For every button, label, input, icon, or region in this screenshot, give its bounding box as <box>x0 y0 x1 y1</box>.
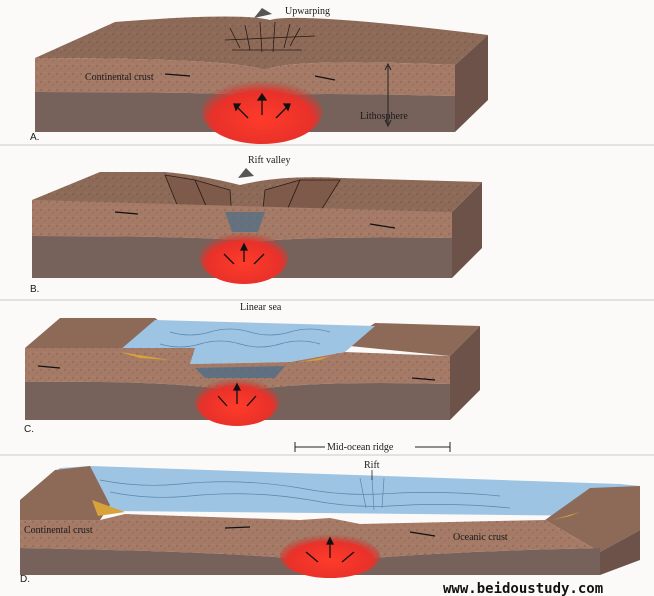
ocean-floor-ridges <box>99 477 511 511</box>
label-continental-crust: Continental crust <box>85 72 154 83</box>
label-mid-ocean-ridge: Mid-ocean ridge <box>327 442 394 453</box>
panel-letter-c: C. <box>24 424 34 435</box>
sediment-wedge <box>300 356 330 362</box>
block-right-side <box>452 182 482 278</box>
label-continental-crust: Continental crust <box>24 525 93 536</box>
panel-d: Mid-ocean ridge <box>20 442 640 585</box>
sediment-wedge <box>92 500 125 516</box>
label-linear-sea: Linear sea <box>240 302 282 313</box>
sea-surface-waves <box>159 328 331 348</box>
label-rift: Rift <box>364 460 380 471</box>
watermark: www.beidoustudy.com <box>443 581 603 596</box>
volcano-icon <box>254 8 272 18</box>
panel-a: Upwarping Continental crust Lithosphere … <box>30 6 488 144</box>
flow-arrows <box>224 526 436 563</box>
block-right-side <box>600 530 640 575</box>
flow-arrows <box>37 365 436 407</box>
sediment-wedge <box>552 512 580 520</box>
ridge-span-indicator <box>294 442 451 452</box>
thickness-arrow <box>384 62 392 128</box>
crust-top-surface <box>340 323 480 356</box>
ocean <box>20 466 640 516</box>
volcano-icon <box>238 168 254 178</box>
panel-c: Linear sea C. <box>24 302 480 435</box>
spreading-center <box>195 366 285 378</box>
label-lithosphere: Lithosphere <box>360 111 408 122</box>
label-rift-valley: Rift valley <box>248 155 291 166</box>
sediment-wedge <box>120 352 170 360</box>
right-continent-top <box>545 486 640 552</box>
left-continent-top <box>20 466 110 520</box>
label-oceanic-crust: Oceanic crust <box>453 532 508 543</box>
block-right-side <box>450 326 480 420</box>
crust-texture <box>32 172 482 212</box>
crust-face-texture <box>35 58 455 96</box>
panel-letter-a: A. <box>30 132 39 143</box>
panel-letter-b: B. <box>30 284 39 295</box>
flow-arrows <box>164 73 336 119</box>
panel-b: Rift valley B. <box>30 155 482 295</box>
flow-arrows <box>114 211 396 265</box>
surface-fractures <box>224 21 316 53</box>
label-upwarping: Upwarping <box>285 6 330 17</box>
block-right-side <box>455 35 488 132</box>
panel-letter-d: D. <box>20 574 30 585</box>
graben <box>225 212 265 232</box>
